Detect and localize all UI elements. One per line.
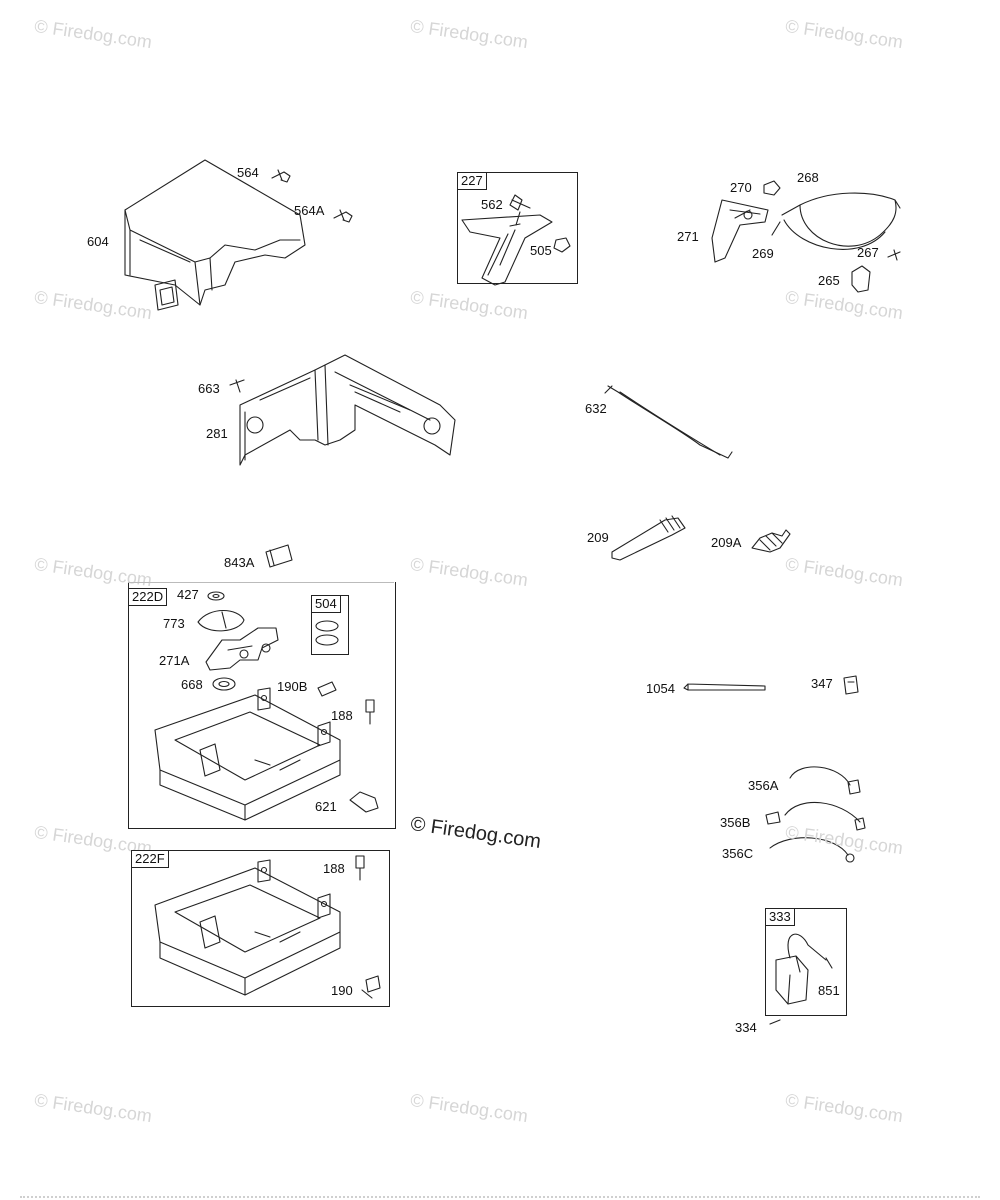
part-773-governor-drawing — [197, 609, 245, 632]
part-label-188-a: 188 — [331, 708, 353, 723]
part-label-505: 505 — [530, 243, 552, 258]
part-label-562: 562 — [481, 197, 503, 212]
part-label-269: 269 — [752, 246, 774, 261]
bottom-divider — [20, 1196, 980, 1200]
part-label-843A: 843A — [224, 555, 255, 570]
part-label-271A: 271A — [159, 653, 190, 668]
group-222D-label: 222D — [128, 588, 168, 606]
group-222F-frame — [131, 850, 390, 1007]
part-1054-tie-drawing — [683, 683, 766, 691]
part-label-267: 267 — [857, 245, 879, 260]
group-333-frame — [765, 908, 847, 1016]
part-334-screw-drawing — [769, 1019, 781, 1025]
part-564-screw-drawing — [271, 169, 291, 183]
part-188-bolt-drawing-a — [365, 699, 375, 725]
part-label-334: 334 — [735, 1020, 757, 1035]
part-504-washer-drawing — [315, 620, 339, 646]
part-label-356C: 356C — [722, 846, 754, 861]
part-label-604: 604 — [87, 234, 109, 249]
group-227-frame — [457, 172, 578, 284]
part-label-268: 268 — [797, 170, 819, 185]
part-label-281: 281 — [206, 426, 228, 441]
part-label-209A: 209A — [711, 535, 742, 550]
part-label-668: 668 — [181, 677, 203, 692]
part-209-spring-drawing — [611, 515, 686, 561]
part-190B-bolt-drawing — [317, 681, 337, 697]
part-label-356B: 356B — [720, 815, 751, 830]
group-333-label: 333 — [765, 908, 795, 926]
part-505-nut-drawing — [553, 237, 571, 253]
part-label-773: 773 — [163, 616, 185, 631]
part-621-clip-drawing — [349, 791, 379, 813]
part-label-188-b: 188 — [323, 861, 345, 876]
part-356B-lead-drawing — [765, 801, 866, 831]
part-label-209: 209 — [587, 530, 609, 545]
group-222D-top-rule — [128, 582, 394, 583]
part-604-cover-drawing — [124, 159, 306, 311]
group-222D-frame — [128, 582, 396, 829]
part-281-bracket-drawing — [239, 354, 456, 466]
part-270-nut-drawing — [763, 180, 781, 196]
part-333-ignition-drawing — [775, 933, 833, 1005]
part-663-screw-drawing — [229, 379, 245, 393]
group-227-label: 227 — [457, 172, 487, 190]
part-356C-lead-drawing — [769, 837, 855, 863]
part-label-427: 427 — [177, 587, 199, 602]
part-label-564A: 564A — [294, 203, 325, 218]
part-label-356A: 356A — [748, 778, 779, 793]
part-265-clip-drawing — [851, 265, 871, 293]
part-269-pin-drawing — [771, 221, 781, 236]
part-222F-base-plate-drawing — [154, 859, 341, 996]
part-668-bushing-drawing — [212, 677, 236, 691]
part-356A-lead-drawing — [789, 766, 861, 795]
part-label-190: 190 — [331, 983, 353, 998]
part-label-663: 663 — [198, 381, 220, 396]
part-label-564: 564 — [237, 165, 259, 180]
part-271-control-drawing — [711, 199, 769, 263]
part-271A-control-drawing — [205, 627, 279, 671]
part-label-632: 632 — [585, 401, 607, 416]
part-209A-spring-drawing — [751, 529, 791, 553]
part-label-265: 265 — [818, 273, 840, 288]
part-632-link-drawing — [604, 385, 733, 459]
part-222D-base-plate-drawing — [154, 687, 341, 821]
group-222F-label: 222F — [131, 850, 169, 868]
part-label-1054: 1054 — [646, 681, 675, 696]
part-label-271: 271 — [677, 229, 699, 244]
part-562-bolt-drawing — [509, 194, 531, 226]
part-427-washer-drawing — [207, 591, 225, 601]
part-267-screw-drawing — [887, 249, 901, 261]
part-268-cable-drawing — [781, 192, 901, 250]
part-564A-screw-drawing — [333, 209, 353, 223]
part-label-190B: 190B — [277, 679, 308, 694]
part-label-270: 270 — [730, 180, 752, 195]
part-label-851: 851 — [818, 983, 840, 998]
part-843A-pad-drawing — [265, 544, 293, 568]
group-504-label: 504 — [311, 595, 341, 613]
part-190-bolt-drawing — [361, 975, 381, 999]
part-347-connector-drawing — [843, 675, 859, 695]
part-label-347: 347 — [811, 676, 833, 691]
part-label-621: 621 — [315, 799, 337, 814]
part-188-bolt-drawing-b — [355, 855, 365, 881]
